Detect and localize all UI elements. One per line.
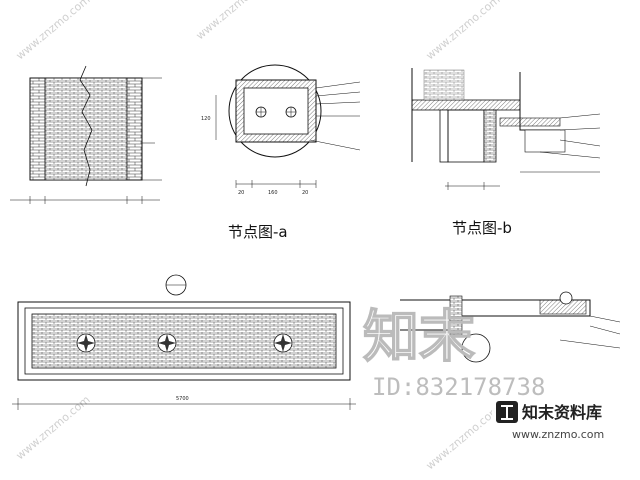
brand-name: 知末资料库	[522, 403, 602, 422]
svg-text:www.znzmo.com: www.znzmo.com	[424, 403, 503, 472]
caption-node-b: 节点图-b	[452, 219, 512, 237]
brand-badge: 知末资料库 www.znzmo.com	[492, 396, 632, 444]
dim-total: 5700	[176, 396, 189, 402]
caption-node-a: 节点图-a	[228, 223, 288, 241]
svg-text:www.znzmo.com: www.znzmo.com	[194, 0, 273, 42]
dim-center: 160	[268, 190, 278, 196]
long-elevation: 5700	[12, 274, 356, 410]
logo-watermark: 知末	[363, 305, 475, 370]
rosette-ornament	[76, 333, 96, 353]
section-detail-a: 120 20 160 20	[201, 64, 361, 196]
dim-right: 20	[302, 190, 308, 196]
section-elevation-left	[10, 65, 162, 204]
section-detail-b	[411, 68, 601, 190]
svg-text:www.znzmo.com: www.znzmo.com	[424, 0, 503, 62]
brand-logo-icon	[496, 401, 518, 423]
partial-section	[400, 291, 621, 363]
rosette-ornament	[157, 333, 177, 353]
svg-text:www.znzmo.com: www.znzmo.com	[14, 393, 93, 462]
dim-left: 20	[238, 190, 244, 196]
rosette-ornament	[273, 333, 293, 353]
brand-url: www.znzmo.com	[512, 428, 604, 441]
dim-height: 120	[201, 116, 211, 122]
svg-text:www.znzmo.com: www.znzmo.com	[14, 0, 93, 62]
